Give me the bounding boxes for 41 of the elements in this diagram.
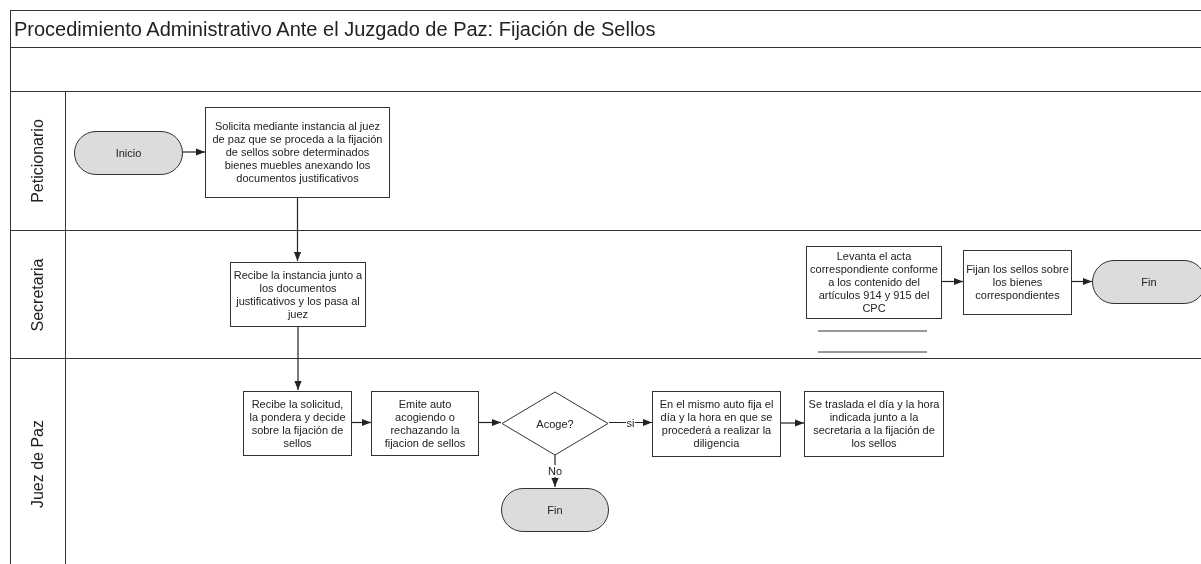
swimlane (10, 358, 1201, 564)
step-text: Emite auto acogiendo o rechazando la fijacion de sellos (383, 397, 467, 450)
step-text: Recibe la instancia junto a los documentos justificativos y los pasa al juez (233, 268, 363, 321)
step-text: Fin (1141, 276, 1157, 288)
step-text: Fin (547, 504, 563, 516)
terminal-shape (501, 488, 609, 532)
step-text: Levanta el acta correspondiente conforme a los contenido del artículos 914 y 915 del CPC (809, 250, 939, 315)
arrow (941, 277, 964, 286)
arrow (182, 148, 206, 156)
process-box (230, 262, 366, 327)
terminal-shape (1092, 260, 1201, 304)
process-box (243, 391, 352, 456)
step-text: Recibe la solicitud, la pondera y decide sobre la fijación de sellos (248, 397, 347, 450)
process-box (804, 391, 944, 457)
arrow (351, 418, 372, 427)
decision-diamond (501, 391, 609, 456)
step-text: En el mismo auto fija el día y la hora en que se procederá a realizar la diligencia (658, 398, 775, 450)
arrow (294, 325, 302, 391)
decision-text: Acoge? (536, 417, 574, 430)
lane-label: Secretaria (28, 258, 47, 331)
step-text: Inicio (115, 147, 142, 159)
step-text: Fijan los sellos sobre los bienes correspondientes (966, 263, 1069, 302)
edge-label: si (625, 416, 636, 429)
edge-label: No (546, 465, 564, 477)
arrow (478, 418, 502, 427)
process-box (371, 391, 479, 456)
process-box (963, 250, 1072, 315)
swimlane (10, 91, 1201, 230)
step-text: Se traslada el día y la hora indicada junto a la secretaria a la fijación de los sellos (807, 398, 941, 450)
lane-label: Juez de Paz (28, 419, 47, 508)
terminal-shape (74, 131, 183, 175)
arrow (608, 418, 653, 427)
swimlane (10, 230, 1201, 358)
step-text: Solicita mediante instancia al juez de paz que se proceda a la fijación de sellos sobre determinados bienes muebles anexando los documentos justificativos (211, 120, 384, 185)
arrow (780, 419, 805, 427)
arrow (293, 196, 302, 262)
process-box (205, 107, 390, 198)
arrow (1071, 277, 1093, 286)
process-box (652, 391, 781, 457)
lane-label: Peticionario (28, 119, 47, 203)
diagram-title: Procedimiento Administrativo Ante el Juzgado de Paz: Fijación de Sellos (14, 18, 656, 41)
